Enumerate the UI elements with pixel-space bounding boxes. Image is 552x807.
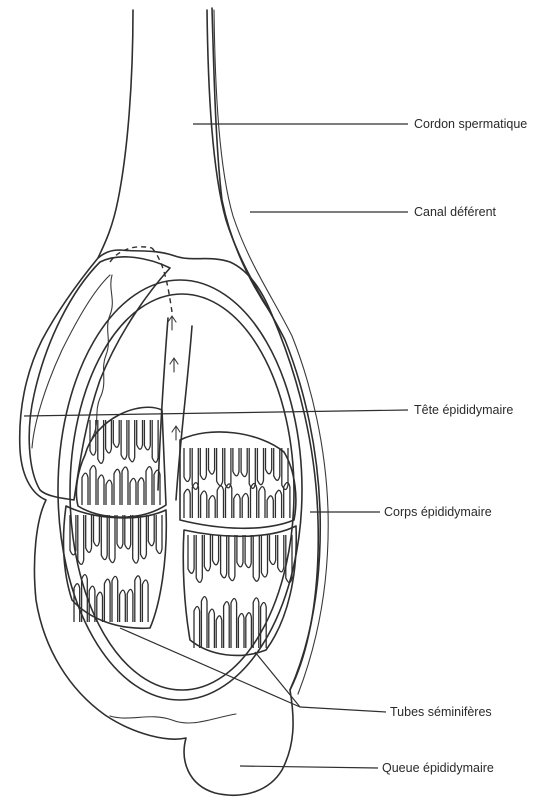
label-corps-epididymaire: Corps épididymaire — [384, 505, 492, 519]
spermatic-cord-outline-left — [98, 10, 133, 258]
label-tete-epididymaire: Tête épididymaire — [414, 403, 513, 417]
vas-deferens-outer — [207, 10, 320, 690]
leader-tubes-seminiferes-c — [300, 707, 386, 712]
tubule-loop-row — [184, 483, 290, 519]
efferent-duct-wavy — [92, 275, 112, 438]
tubule-loop-row — [74, 575, 148, 622]
flow-arrow-1 — [168, 316, 176, 330]
tubule-loop-row — [82, 466, 160, 505]
leader-queue-epididymaire — [240, 766, 378, 768]
tubule-loop-row — [184, 448, 288, 490]
label-queue-epididymaire: Queue épididymaire — [382, 761, 494, 775]
seminiferous-tubule-coils — [70, 420, 292, 648]
tubule-loop-row — [70, 515, 162, 564]
flow-arrow-3 — [172, 426, 180, 440]
tubule-loop-row — [188, 535, 292, 583]
label-tubes-seminiferes: Tubes séminifères — [390, 705, 492, 719]
rete-testis-left — [158, 318, 168, 490]
leader-tete-epididymaire — [24, 410, 408, 416]
efferent-duct-dashed-right — [152, 248, 172, 312]
tubule-loop-row — [90, 420, 158, 463]
leader-tubes-seminiferes-b — [255, 652, 300, 707]
flow-arrow-2 — [170, 358, 178, 372]
label-cordon-spermatique: Cordon spermatique — [414, 117, 527, 131]
epididymis-tail-wave — [110, 714, 236, 723]
label-canal-deferent: Canal déférent — [414, 205, 497, 219]
